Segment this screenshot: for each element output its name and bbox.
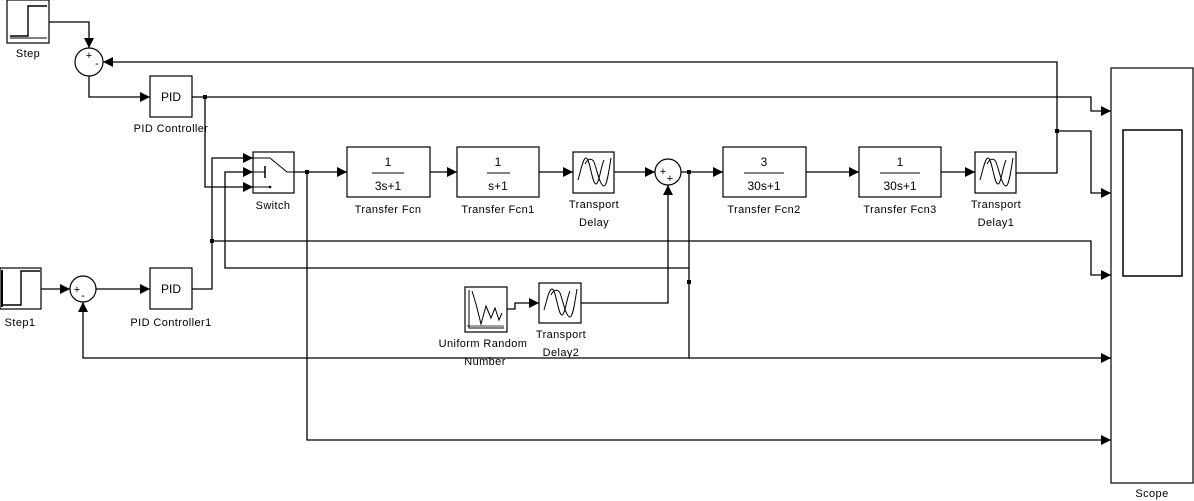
step1-label: Step1 (5, 317, 36, 329)
pid-controller1-block[interactable]: PID PID Controller1 (130, 267, 211, 329)
signal-random-to-delay2[interactable] (507, 298, 539, 310)
scope-label: Scope (1135, 488, 1168, 500)
delay-wave-icon (543, 288, 578, 318)
sum-block[interactable]: + - (74, 47, 104, 77)
scope-screen-icon (1122, 129, 1183, 277)
transfer-fcn3-label: Transfer Fcn3 (863, 204, 936, 216)
transfer-fcn3-body[interactable] (858, 146, 942, 198)
transport-delay2-label-line1: Transport (536, 329, 586, 341)
uniform-random-number-label-line1: Uniform Random (439, 338, 528, 350)
signal-pid-to-switch-3[interactable] (204, 97, 253, 192)
transfer-fcn-label: Transfer Fcn (355, 204, 422, 216)
transport-delay-label-line1: Transport (569, 199, 619, 211)
signal-output-to-scope-2[interactable] (1057, 130, 1111, 198)
transport-delay2-block[interactable]: Transport Delay2 (536, 282, 586, 359)
transport-delay1-label-line2: Delay1 (978, 217, 1015, 229)
uniform-random-number-body[interactable] (464, 286, 508, 333)
pid-controller1-body[interactable] (149, 267, 193, 310)
transport-delay1-block[interactable]: Transport Delay1 (971, 151, 1021, 229)
transfer-fcn2-denominator: 30s+1 (747, 179, 780, 193)
signal-feedback-to-sum[interactable] (103, 57, 1058, 174)
branch-point (687, 170, 691, 174)
signal-sum2-to-scope-4[interactable] (688, 172, 1111, 363)
transfer-fcn2-block[interactable]: 3 30s+1 Transfer Fcn2 (722, 146, 807, 216)
transfer-fcn-block[interactable]: 1 3s+1 Transfer Fcn (346, 146, 431, 216)
transfer-fcn2-body[interactable] (722, 146, 807, 198)
sum1-sign-bottom: - (81, 290, 85, 302)
signal-plant-to-switch-2[interactable] (224, 167, 689, 269)
signal-lines (41, 21, 1111, 445)
switch-block[interactable]: Switch (252, 151, 295, 212)
sum-block-body[interactable] (74, 47, 104, 77)
pid-controller-block[interactable]: PID PID Controller (134, 75, 209, 135)
scope-block[interactable]: Scope (1110, 67, 1194, 500)
transfer-fcn1-denominator: s+1 (488, 179, 508, 193)
transfer-fcn2-numerator: 3 (761, 155, 768, 169)
transfer-fcn3-denominator: 30s+1 (883, 179, 916, 193)
transfer-fcn1-numerator: 1 (495, 155, 502, 169)
signal-delay2-to-sum2[interactable] (581, 185, 673, 304)
transport-delay2-label-line2: Delay2 (543, 347, 580, 359)
transport-delay-block[interactable]: Transport Delay (569, 151, 619, 229)
signal-sum-to-pid[interactable] (88, 76, 150, 102)
pid-controller1-text: PID (161, 282, 181, 296)
transport-delay2-body[interactable] (538, 282, 582, 324)
transfer-fcn-body[interactable] (346, 146, 431, 198)
transport-delay1-label-line1: Transport (971, 199, 1021, 211)
step-waveform-icon (10, 5, 47, 39)
transport-delay-body[interactable] (572, 151, 615, 194)
sum1-block-body[interactable] (69, 275, 97, 303)
transfer-fcn1-label: Transfer Fcn1 (461, 204, 534, 216)
sum2-sign-left: + (660, 166, 666, 178)
delay-wave-icon (577, 157, 612, 187)
switch-icon (253, 157, 294, 189)
sum1-block[interactable]: + - (69, 275, 97, 303)
delay-wave-icon (979, 157, 1014, 187)
sum2-sign-bottom: + (667, 173, 673, 185)
pid-controller-body[interactable] (149, 75, 193, 118)
transport-delay-label-line2: Delay (579, 217, 609, 229)
step-label: Step (16, 48, 40, 60)
transfer-fcn-numerator: 1 (385, 155, 392, 169)
pid-controller-text: PID (161, 90, 181, 104)
signal-step-to-sum[interactable] (49, 21, 94, 48)
branch-point (1055, 129, 1059, 133)
signal-switch-to-scope-5[interactable] (306, 172, 1111, 445)
transfer-fcn1-body[interactable] (456, 146, 540, 198)
pid-controller-label: PID Controller (134, 123, 209, 135)
transfer-fcn1-block[interactable]: 1 s+1 Transfer Fcn1 (456, 146, 540, 216)
signal-pid-to-scope-1[interactable] (192, 96, 1111, 116)
sum-sign-top: + (86, 50, 92, 62)
step-waveform-icon (1, 270, 40, 307)
transfer-fcn2-label: Transfer Fcn2 (727, 204, 800, 216)
step-block[interactable]: Step (6, 0, 50, 60)
signal-pid1-to-scope-3[interactable] (212, 240, 1111, 280)
step1-block[interactable]: Step1 (0, 267, 42, 329)
sum2-block-body[interactable] (654, 158, 682, 186)
sum1-sign-left: + (74, 284, 80, 296)
transport-delay1-body[interactable] (974, 151, 1017, 194)
switch-label: Switch (256, 200, 291, 212)
uniform-random-number-label-line2: Number (464, 356, 506, 368)
transfer-fcn-denominator: 3s+1 (375, 179, 402, 193)
branch-point (210, 239, 214, 243)
signal-sum2-to-sum1-feedback[interactable] (78, 302, 689, 359)
branch-point (687, 280, 691, 284)
signal-pid1-to-switch-1[interactable] (192, 153, 253, 290)
sum-sign-right: - (95, 58, 99, 70)
branch-point (203, 95, 207, 99)
transfer-fcn3-block[interactable]: 1 30s+1 Transfer Fcn3 (858, 146, 942, 216)
random-signal-icon (467, 290, 504, 329)
branch-point (305, 170, 309, 174)
pid-controller1-label: PID Controller1 (130, 317, 211, 329)
uniform-random-number-block[interactable]: Uniform Random Number (439, 286, 528, 368)
sum2-block[interactable]: + + (654, 158, 682, 186)
transfer-fcn3-numerator: 1 (897, 155, 904, 169)
